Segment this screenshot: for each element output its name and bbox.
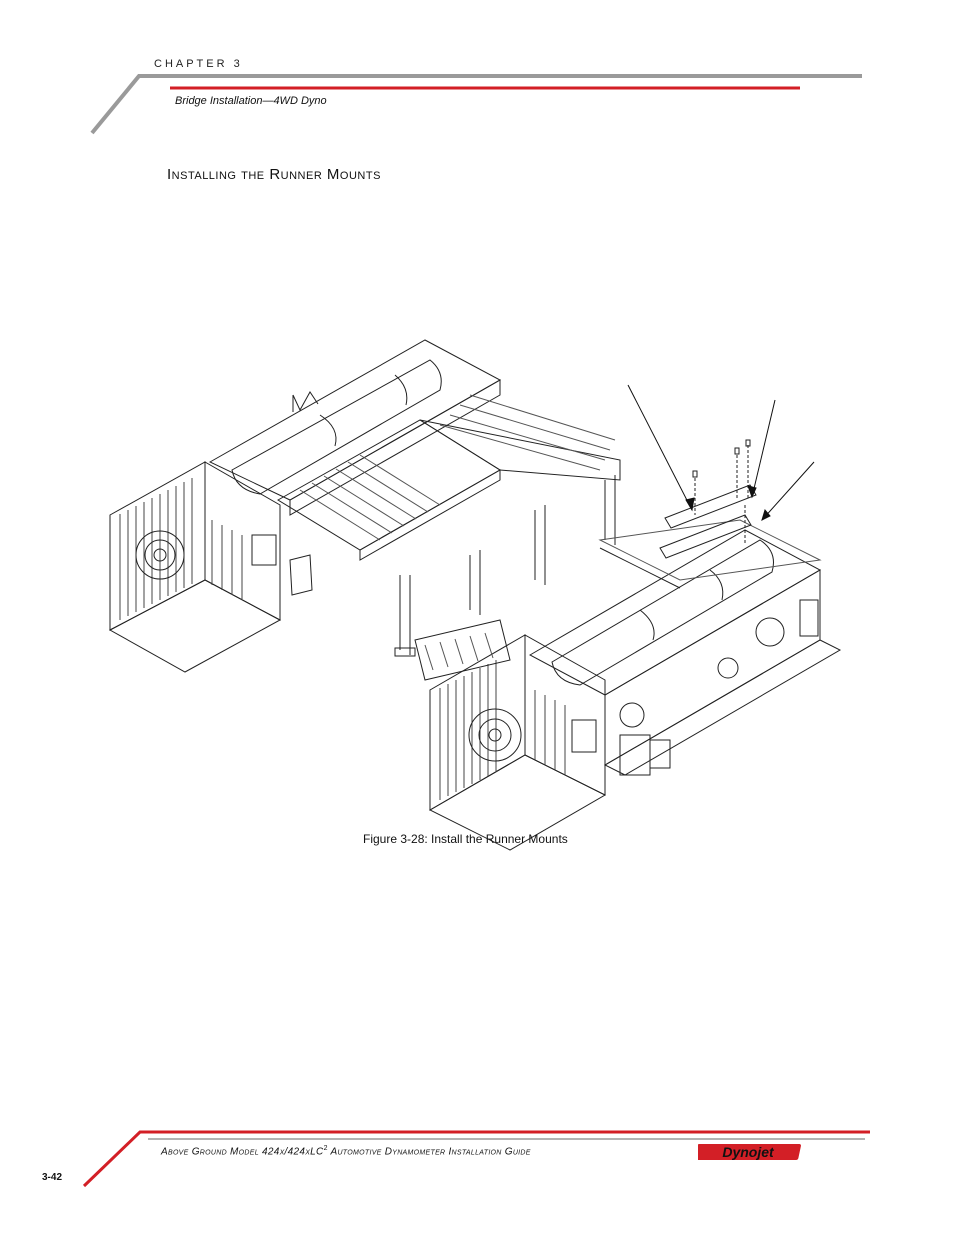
leader-arrows: [627, 384, 815, 521]
header-gray-rule: [90, 74, 862, 135]
right-roll-frame: [414, 519, 842, 851]
bridge-deck: [277, 394, 621, 657]
dynojet-logo: Dynojet: [698, 1144, 801, 1160]
footer-red-rule: [82, 1130, 870, 1188]
page-number: 3-42: [42, 1172, 63, 1183]
figure-caption: Figure 3-28: Install the Runner Mounts: [363, 832, 568, 846]
footer-rules: [82, 1130, 870, 1188]
runner-symbol: [292, 391, 319, 412]
guide-title-superscript: 2: [323, 1145, 328, 1152]
runner-mount-plates: [659, 439, 757, 559]
section-subtitle: Bridge Installation—4WD Dyno: [175, 95, 327, 107]
svg-text:Dynojet: Dynojet: [722, 1144, 775, 1160]
left-roll-frame: [108, 339, 502, 673]
chapter-label: CHAPTER 3: [154, 58, 243, 70]
guide-title-main: Above Ground Model 424x/424xLC: [161, 1146, 324, 1158]
guide-title-rest: Automotive Dynamometer Installation Guid…: [327, 1146, 531, 1158]
page-title: Installing the Runner Mounts: [167, 166, 381, 183]
header-rules: [90, 74, 862, 135]
guide-title: Above Ground Model 424x/424xLC2 Automoti…: [161, 1145, 531, 1157]
